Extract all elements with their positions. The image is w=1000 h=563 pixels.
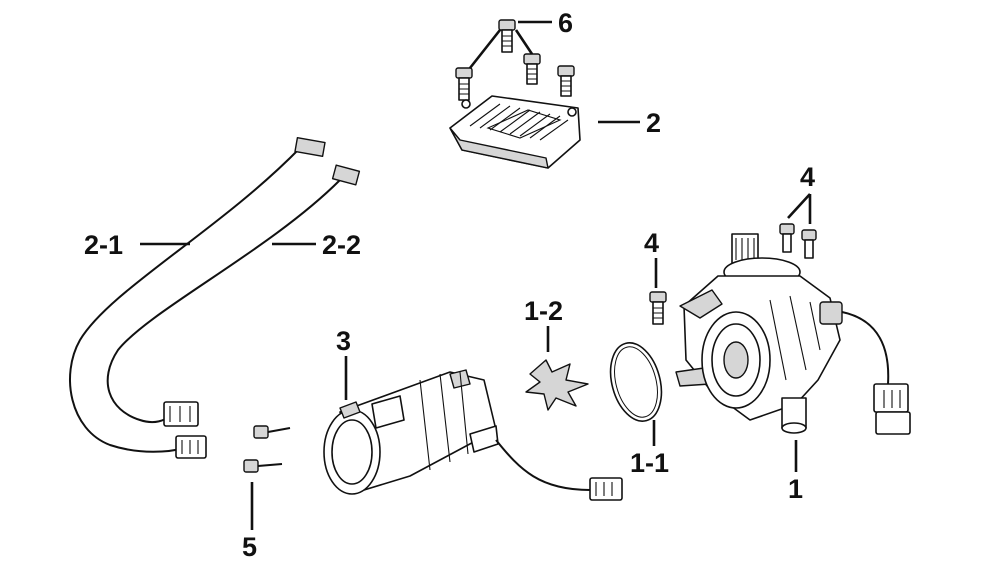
bolt-4-single bbox=[649, 258, 667, 325]
bolt-6c bbox=[523, 53, 541, 85]
callout-2-1: 2-1 bbox=[84, 230, 123, 260]
callout-3: 3 bbox=[336, 326, 351, 356]
callout-2: 2 bbox=[646, 108, 661, 138]
bolt-group-5 bbox=[243, 425, 291, 530]
leader-6 bbox=[468, 20, 552, 69]
gear-housing-1 bbox=[675, 233, 911, 472]
callout-1-1: 1-1 bbox=[630, 448, 669, 478]
bolt-6a bbox=[498, 19, 516, 53]
callout-1-2: 1-2 bbox=[524, 296, 563, 326]
coupler-1-2 bbox=[525, 326, 589, 411]
callout-4-right: 4 bbox=[800, 162, 815, 192]
o-ring-1-1 bbox=[609, 342, 663, 446]
bolt-6d bbox=[557, 65, 575, 97]
bolt-6b bbox=[455, 67, 473, 101]
bolt-5a bbox=[253, 425, 291, 439]
bolt-5b bbox=[243, 459, 283, 473]
leader-4b bbox=[787, 193, 812, 224]
bolt-4-pair bbox=[779, 193, 817, 259]
controller-module-2 bbox=[449, 95, 640, 169]
harness-2-2 bbox=[106, 164, 361, 427]
callout-5: 5 bbox=[242, 532, 257, 562]
callout-4-left: 4 bbox=[644, 228, 659, 258]
callout-6: 6 bbox=[558, 8, 573, 38]
motor-3 bbox=[323, 356, 623, 501]
callout-1: 1 bbox=[788, 474, 803, 504]
bolt-group-6 bbox=[455, 19, 575, 101]
callout-2-2: 2-2 bbox=[322, 230, 361, 260]
harness-2-1 bbox=[69, 136, 326, 459]
